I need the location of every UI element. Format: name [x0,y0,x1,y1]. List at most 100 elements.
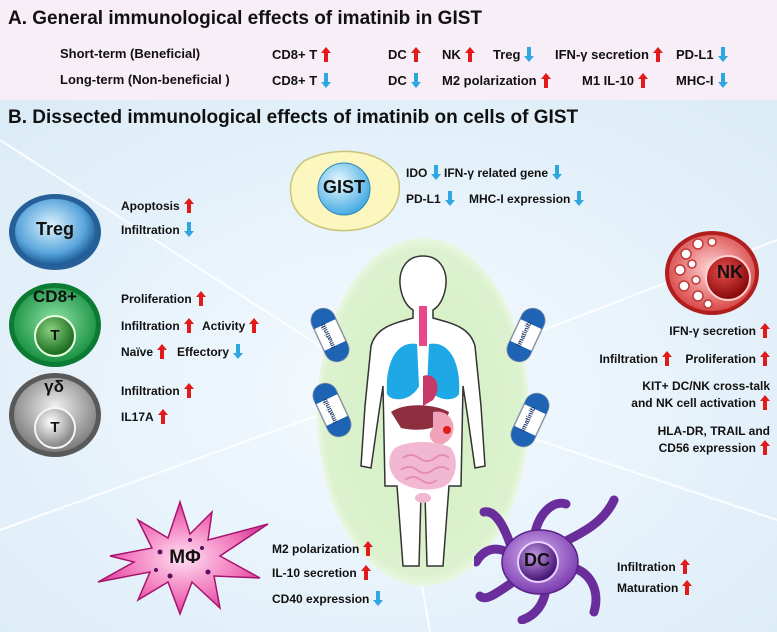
short-term-item-text: CD8+ T [272,47,318,62]
long-term-item-text: MHC-I [676,73,714,88]
macrophage-effect: M2 polarization [272,541,374,556]
cd8-effect-text: Naïve [121,345,154,359]
gd-effect: Infiltration [121,383,194,398]
nk-effect-text: KIT+ DC/NK cross-talk [642,379,770,393]
imatinib-capsule: Imatinib [506,307,546,363]
arrow-up-icon [321,47,332,62]
gd-effect-text: Infiltration [121,384,180,398]
gist-effect-text: IDO [406,166,428,180]
arrow-up-icon [540,73,551,88]
nk-effect: KIT+ DC/NK cross-talk [642,379,770,393]
short-term-item-text: NK [442,47,461,62]
arrow-up-icon [652,47,663,62]
cd8-t-cell [9,283,101,367]
cd8-effect-text: Infiltration [121,319,180,333]
arrow-up-icon [760,440,770,455]
long-term-item: M1 IL-10 [582,73,649,88]
macrophage-effect: CD40 expression [272,591,384,606]
short-term-item: DC [388,47,421,62]
macrophage-label: MΦ [169,547,201,568]
gd-effect-text: IL17A [121,410,154,424]
nk-effect-text: Infiltration [599,352,658,366]
long-term-item: DC [388,73,421,88]
section-b-title: B. Dissected immunological effects of im… [8,107,579,128]
arrow-down-icon [431,165,442,180]
section-a-title: A. General immunological effects of imat… [8,8,483,29]
gist-effect: PD-L1 [406,191,455,206]
dc-effect-text: Infiltration [617,560,676,574]
treg-effect-text: Apoptosis [121,199,180,213]
human-body-illustration [317,238,529,586]
treg-label: Treg [35,219,74,239]
short-term-item-text: IFN-γ secretion [555,47,649,62]
arrow-down-icon [552,165,563,180]
long-term-item-text: M1 IL-10 [582,73,635,88]
short-term-item: IFN-γ secretion [555,47,663,62]
cd8-effect-text: Activity [202,319,246,333]
arrow-down-icon [574,191,585,206]
gd-t-label: T [50,419,60,436]
nk-effect-text: Proliferation [685,352,756,366]
gist-effect: IDO [406,165,442,180]
treg-effect: Apoptosis [121,198,194,213]
arrow-up-icon [157,344,168,359]
gist-effect-text: MHC-I expression [469,192,571,206]
long-term-item: M2 polarization [442,73,551,88]
gd-effect: IL17A [121,409,168,424]
arrow-up-icon [410,47,421,62]
short-term-item-text: DC [388,47,407,62]
arrow-up-icon [195,291,206,306]
arrow-down-icon [717,47,728,62]
arrow-down-icon [373,591,384,606]
arrow-down-icon [444,191,455,206]
gist-effect-text: IFN-γ related gene [444,166,549,180]
treg-effect: Infiltration [121,222,194,237]
gist-label: GIST [322,177,365,197]
arrow-up-icon [662,351,672,366]
arrow-up-icon [760,395,770,410]
cd8-effect: Infiltration [121,318,194,333]
arrow-up-icon [679,559,690,574]
dc-label: DC [524,550,550,570]
nk-effect: and NK cell activation [631,395,770,410]
arrow-up-icon [638,73,649,88]
nk-effect-text: and NK cell activation [631,396,756,410]
cd8-effect-text: Effectory [177,345,230,359]
cd8-effect: Proliferation [121,291,206,306]
treg-effect-text: Infiltration [121,223,180,237]
arrow-down-icon [183,222,194,237]
long-term-item-text: CD8+ T [272,73,318,88]
nk-label: NK [717,262,743,282]
nk-effect-text: HLA-DR, TRAIL and [657,424,770,438]
cd8-t-label: T [50,327,60,344]
short-term-item: NK [442,47,475,62]
macrophage-effect-text: CD40 expression [272,592,370,606]
gist-effect: MHC-I expression [469,191,585,206]
nk-cell [665,231,759,315]
long-term-label: Long-term (Non-beneficial ) [60,72,230,87]
dc-cell [474,495,619,624]
cd8-effect: Effectory [177,344,244,359]
short-term-item: Treg [493,47,535,62]
macrophage-effect-text: IL-10 secretion [272,566,357,580]
macrophage-cell [97,499,269,617]
arrow-up-icon [249,318,260,333]
dc-effect-text: Maturation [617,581,679,595]
gist-cell [289,150,401,232]
imatinib-capsule: Imatinib [312,382,352,438]
short-term-label: Short-term (Beneficial) [60,46,201,61]
short-term-item-text: PD-L1 [676,47,714,62]
cd8-effect: Naïve [121,344,168,359]
gist-effect-text: PD-L1 [406,192,441,206]
arrow-up-icon [464,47,475,62]
arrow-down-icon [410,73,421,88]
long-term-item-text: M2 polarization [442,73,537,88]
dc-effect: Maturation [617,580,693,595]
dc-effect: Infiltration [617,559,690,574]
gist-effect: IFN-γ related gene [444,165,563,180]
section-a-panel [0,0,777,100]
arrow-down-icon [717,73,728,88]
arrow-up-icon [360,565,371,580]
nk-effect: Proliferation [685,351,770,366]
